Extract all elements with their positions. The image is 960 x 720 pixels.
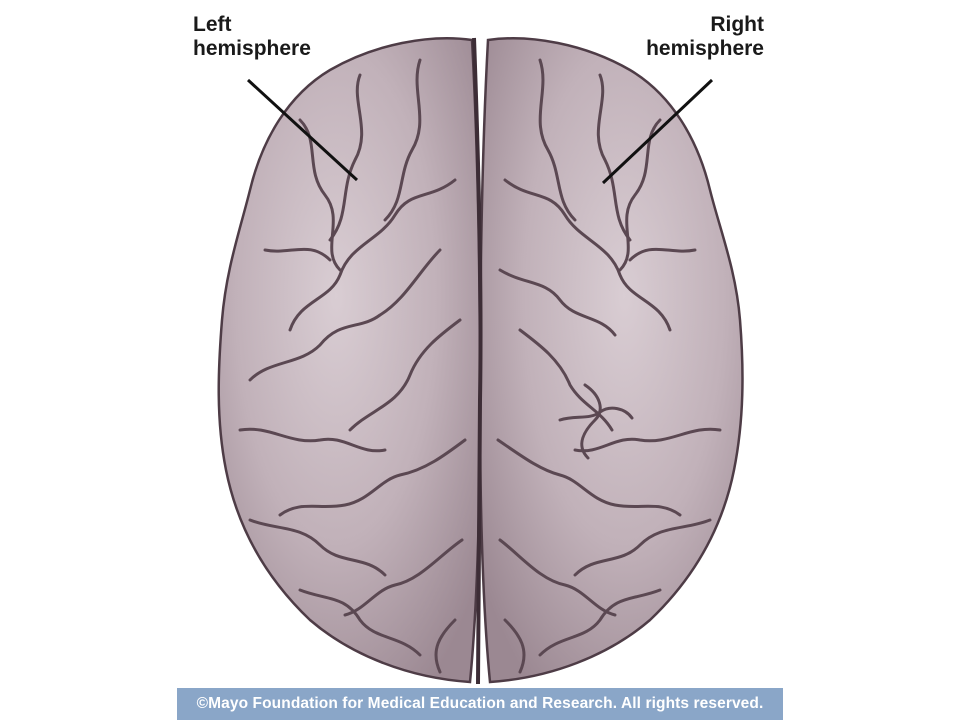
left-hemisphere [217, 37, 482, 684]
copyright-bar: ©Mayo Foundation for Medical Education a… [177, 688, 783, 720]
right-sulci [496, 58, 722, 674]
right-label-line2: hemisphere [646, 37, 764, 60]
right-label-line1: Right [710, 13, 764, 36]
right-hemisphere [478, 37, 744, 684]
copyright-text: ©Mayo Foundation for Medical Education a… [196, 695, 764, 712]
left-leader-line [246, 78, 359, 182]
left-hemisphere-label: Left hemisphere [193, 13, 311, 61]
left-label-line1: Left [193, 13, 232, 36]
right-leader-line [601, 78, 714, 185]
left-label-line2: hemisphere [193, 37, 311, 60]
left-sulci [238, 58, 467, 674]
right-hemisphere-label: Right hemisphere [646, 13, 764, 61]
longitudinal-fissure [472, 37, 483, 685]
